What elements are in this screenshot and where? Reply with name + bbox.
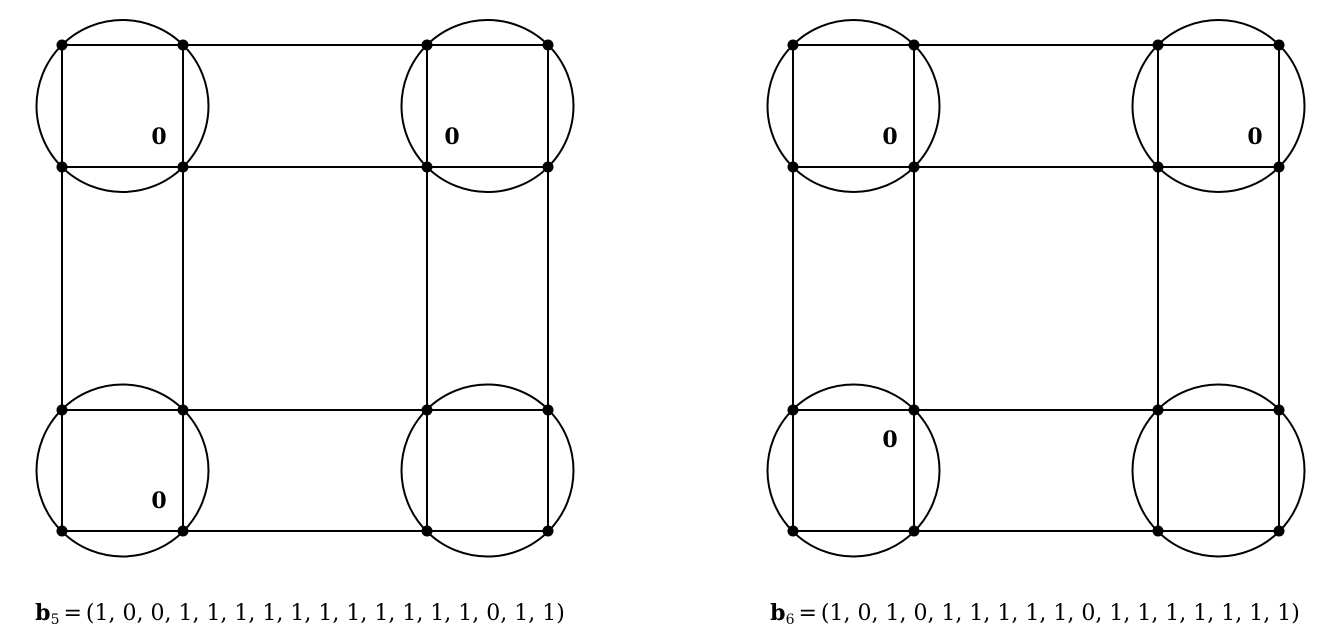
ring-bottom-right bbox=[1131, 383, 1306, 558]
vertex-2-3 bbox=[542, 404, 554, 416]
caption-b5-values: (1, 0, 0, 1, 1, 1, 1, 1, 1, 1, 1, 1, 1, … bbox=[86, 601, 565, 626]
vertex-3-1 bbox=[177, 525, 189, 537]
vertex-3-3 bbox=[542, 525, 554, 537]
vertex-2-0 bbox=[56, 404, 68, 416]
graph-panel-b5: 0 0 0 bbox=[35, 19, 575, 558]
caption-b6: b6=(1, 0, 1, 0, 1, 1, 1, 1, 1, 0, 1, 1, … bbox=[770, 600, 1300, 628]
caption-b5: b5=(1, 0, 0, 1, 1, 1, 1, 1, 1, 1, 1, 1, … bbox=[35, 600, 565, 628]
vertex-3-1 bbox=[908, 525, 920, 537]
ring-bottom-left bbox=[35, 383, 210, 558]
vertex-0-2 bbox=[1152, 39, 1164, 51]
vertex-2-1 bbox=[908, 404, 920, 416]
vertex-0-1 bbox=[177, 39, 189, 51]
caption-b5-equals: = bbox=[63, 601, 81, 626]
vertex-1-2 bbox=[1152, 161, 1164, 173]
zero-label-bottom-left: 0 bbox=[151, 488, 166, 514]
caption-b6-index: 6 bbox=[786, 612, 795, 628]
caption-b5-index: 5 bbox=[51, 612, 60, 628]
caption-b5-symbol: b bbox=[35, 600, 50, 626]
vertex-0-0 bbox=[787, 39, 799, 51]
ring-top-left bbox=[35, 19, 210, 193]
vertex-1-0 bbox=[787, 161, 799, 173]
vertex-3-2 bbox=[421, 525, 433, 537]
caption-b6-values: (1, 0, 1, 0, 1, 1, 1, 1, 1, 0, 1, 1, 1, … bbox=[821, 601, 1300, 626]
vertex-2-0 bbox=[787, 404, 799, 416]
caption-b6-symbol: b bbox=[770, 600, 785, 626]
vertex-1-2 bbox=[421, 161, 433, 173]
zero-label-top-right: 0 bbox=[1247, 124, 1262, 150]
ring-top-right bbox=[1131, 19, 1306, 193]
zero-label-top-right: 0 bbox=[444, 124, 459, 150]
zero-label-top-left: 0 bbox=[151, 124, 166, 150]
vertex-2-2 bbox=[421, 404, 433, 416]
vertex-2-2 bbox=[1152, 404, 1164, 416]
graph-panel-b6: 0 0 0 bbox=[766, 19, 1306, 558]
ring-bottom-left bbox=[766, 383, 941, 558]
vertex-1-3 bbox=[1273, 161, 1285, 173]
vertex-3-0 bbox=[56, 525, 68, 537]
vertex-0-2 bbox=[421, 39, 433, 51]
vertex-3-0 bbox=[787, 525, 799, 537]
vertex-1-1 bbox=[177, 161, 189, 173]
vertex-0-3 bbox=[1273, 39, 1285, 51]
vertex-2-3 bbox=[1273, 404, 1285, 416]
zero-label-top-left: 0 bbox=[882, 124, 897, 150]
caption-b6-equals: = bbox=[798, 601, 816, 626]
vertex-1-0 bbox=[56, 161, 68, 173]
vertex-1-3 bbox=[542, 161, 554, 173]
vertex-0-0 bbox=[56, 39, 68, 51]
zero-label-bottom-left: 0 bbox=[882, 427, 897, 453]
vertex-0-1 bbox=[908, 39, 920, 51]
vertex-1-1 bbox=[908, 161, 920, 173]
vertex-3-2 bbox=[1152, 525, 1164, 537]
vertex-3-3 bbox=[1273, 525, 1285, 537]
ring-top-left bbox=[766, 19, 941, 193]
vertex-2-1 bbox=[177, 404, 189, 416]
vertex-0-3 bbox=[542, 39, 554, 51]
ring-bottom-right bbox=[400, 383, 575, 558]
ring-top-right bbox=[400, 19, 575, 193]
